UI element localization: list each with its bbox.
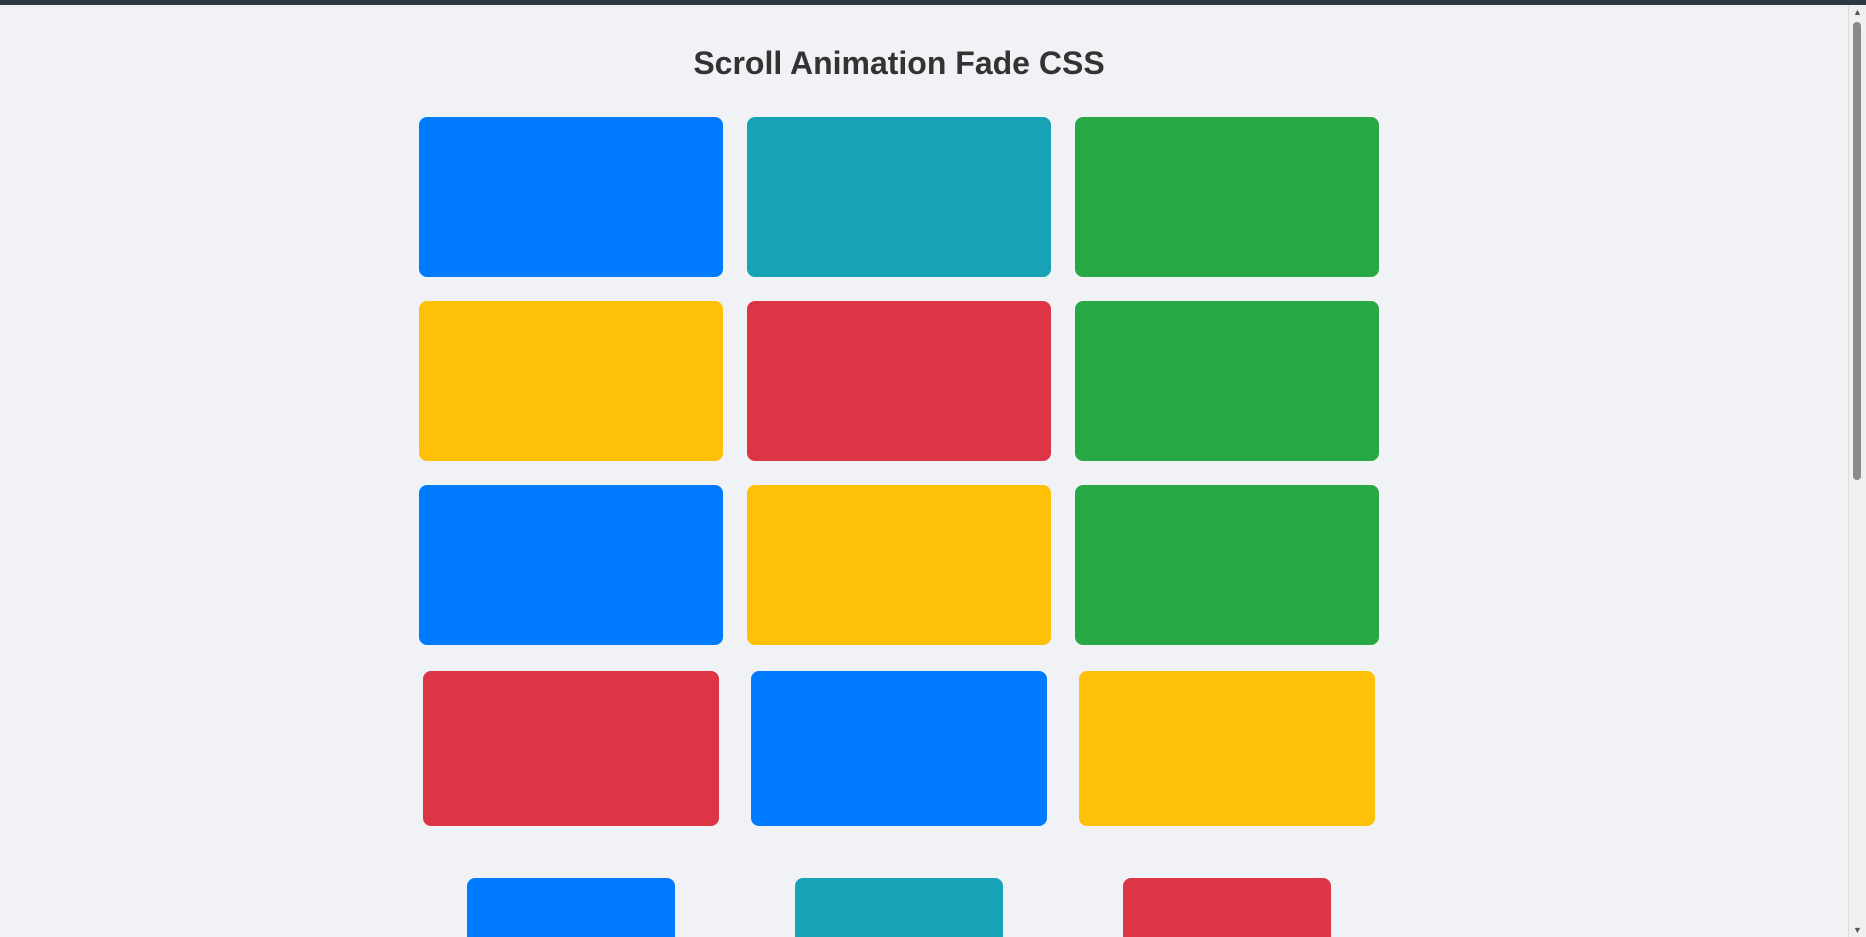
box-6 — [1075, 301, 1379, 461]
box-13 — [467, 878, 675, 937]
scrollbar-thumb[interactable] — [1853, 22, 1861, 480]
box-12 — [1079, 671, 1375, 826]
vertical-scrollbar[interactable]: ▲ ▼ — [1848, 5, 1866, 937]
box-3 — [1075, 117, 1379, 277]
box-5 — [747, 301, 1051, 461]
box-4 — [419, 301, 723, 461]
box-9 — [1075, 485, 1379, 645]
box-7 — [419, 485, 723, 645]
box-10 — [423, 671, 719, 826]
box-14 — [795, 878, 1003, 937]
box-8 — [747, 485, 1051, 645]
page-title: Scroll Animation Fade CSS — [693, 45, 1105, 81]
box-2 — [747, 117, 1051, 277]
scroll-up-arrow-icon[interactable]: ▲ — [1853, 7, 1862, 17]
page: Scroll Animation Fade CSS — [0, 5, 1848, 937]
browser-top-bar — [0, 0, 1866, 5]
scroll-down-arrow-icon[interactable]: ▼ — [1853, 925, 1862, 935]
box-1 — [419, 117, 723, 277]
box-15 — [1123, 878, 1331, 937]
box-11 — [751, 671, 1047, 826]
